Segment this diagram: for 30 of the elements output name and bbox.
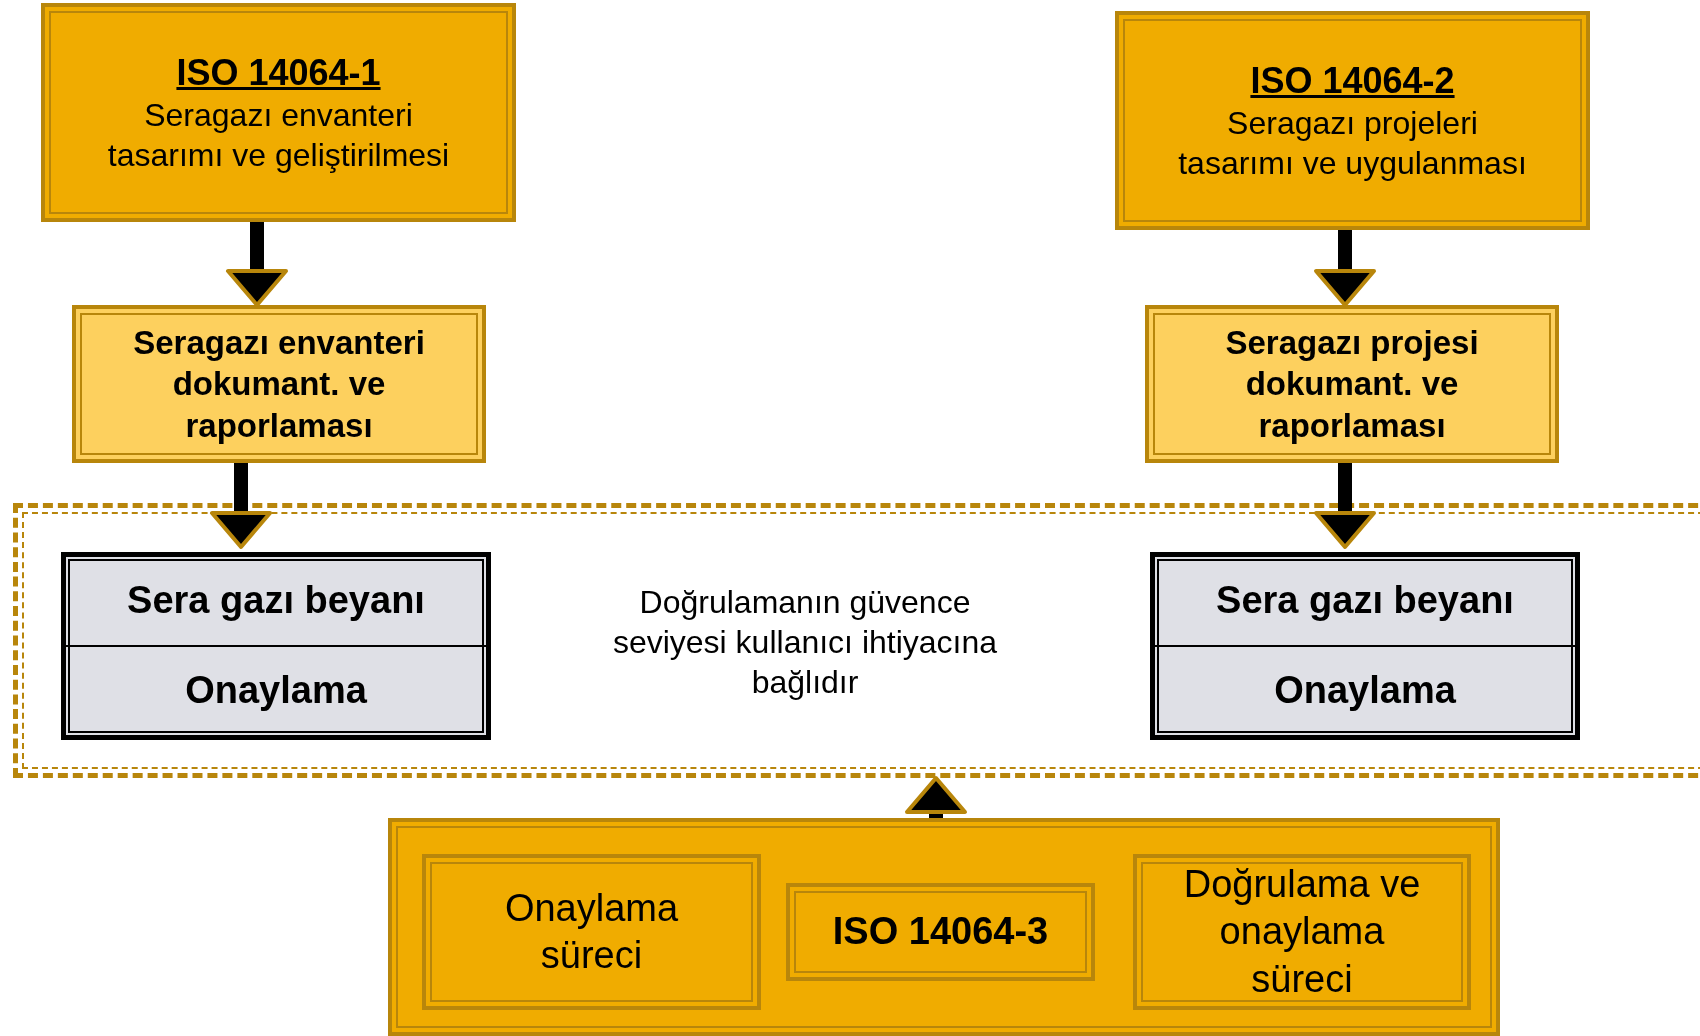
standard-title: ISO 14064-2 [1250, 59, 1455, 103]
statement-card [1150, 552, 1580, 740]
report-box [1145, 305, 1559, 463]
dashed-band [13, 503, 1700, 778]
card-label: Sera gazı beyanı [127, 578, 425, 624]
block-arrow [905, 776, 967, 818]
standard-description: Seragazı projeleri tasarımı ve uygulanması [1177, 104, 1528, 183]
block-arrow [1314, 463, 1376, 549]
process-box [1133, 854, 1471, 1010]
standard-box [41, 3, 516, 222]
block-arrow [210, 463, 272, 549]
block-arrow [1314, 230, 1376, 307]
box-label: ISO 14064-3 [832, 909, 1049, 955]
process-box [786, 883, 1095, 981]
note-text: Doğrulamanın güvence seviyesi kullanıcı ihtiyacına bağlıdır [611, 583, 999, 702]
block-arrow [226, 222, 288, 307]
standard-title: ISO 14064-1 [176, 51, 381, 95]
standard-panel [388, 818, 1500, 1036]
box-label: Seragazı projesi dokumant. ve raporlaması [1224, 323, 1480, 446]
card-label: Sera gazı beyanı [1216, 578, 1514, 624]
report-box [72, 305, 486, 463]
box-label: Doğrulama ve onaylama süreci [1182, 861, 1422, 1002]
statement-card [61, 552, 491, 740]
box-label: Onaylama süreci [503, 885, 680, 978]
standard-box [1115, 11, 1590, 230]
process-box [422, 854, 761, 1010]
standard-description: Seragazı envanteri tasarımı ve geliştirilmesi [106, 96, 451, 175]
card-label: Onaylama [185, 668, 367, 714]
card-label: Onaylama [1274, 668, 1456, 714]
box-label: Seragazı envanteri dokumant. ve raporlaması [132, 323, 426, 446]
